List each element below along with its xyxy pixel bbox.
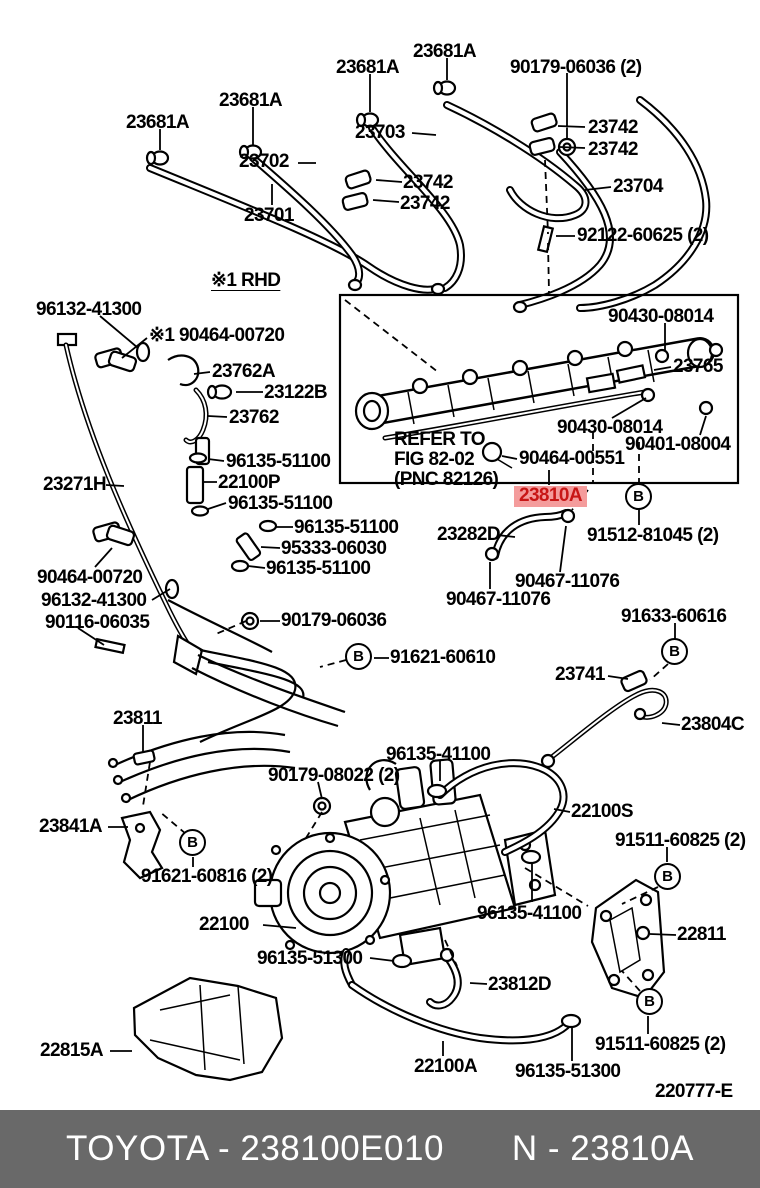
part-label-90430-08014[interactable]: 90430-08014 bbox=[608, 306, 714, 327]
part-label-23811[interactable]: 23811 bbox=[113, 708, 162, 729]
part-label-23810A-highlighted[interactable]: 23810A bbox=[514, 486, 587, 507]
part-label-23122B[interactable]: 23122B bbox=[264, 382, 328, 403]
part-label-96135-51100[interactable]: 96135-51100 bbox=[226, 451, 331, 472]
part-label-90467-11076[interactable]: 90467-11076 bbox=[446, 589, 551, 610]
part-label-96132-41300[interactable]: 96132-41300 bbox=[41, 590, 147, 611]
part-label-23804C[interactable]: 23804C bbox=[681, 714, 745, 735]
part-label-90179-06036[interactable]: 90179-06036 bbox=[281, 610, 387, 631]
part-label-91511-60825[interactable]: 91511-60825 (2) bbox=[595, 1034, 726, 1055]
part-label-22100[interactable]: 22100 bbox=[199, 914, 249, 935]
part-label-23704[interactable]: 23704 bbox=[613, 176, 663, 197]
part-label-23681A[interactable]: 23681A bbox=[336, 57, 400, 78]
part-label-23282D[interactable]: 23282D bbox=[437, 524, 501, 545]
part-label-23681A[interactable]: 23681A bbox=[219, 90, 283, 111]
part-label-23681A[interactable]: 23681A bbox=[126, 112, 190, 133]
part-label-90401-08004[interactable]: 90401-08004 bbox=[625, 434, 731, 455]
part-label-90179-06036[interactable]: 90179-06036 (2) bbox=[510, 57, 642, 78]
b-callout: B bbox=[654, 863, 681, 890]
part-label-23812D[interactable]: 23812D bbox=[488, 974, 552, 995]
part-label-23742[interactable]: 23742 bbox=[588, 117, 638, 138]
part-label-96135-51100[interactable]: 96135-51100 bbox=[294, 517, 399, 538]
b-callout: B bbox=[345, 643, 372, 670]
part-label-90179-08022[interactable]: 90179-08022 (2) bbox=[268, 765, 400, 786]
part-label-91511-60825[interactable]: 91511-60825 (2) bbox=[615, 830, 746, 851]
part-label-23742[interactable]: 23742 bbox=[403, 172, 453, 193]
b-callout: B bbox=[625, 483, 652, 510]
part-label-22815A[interactable]: 22815A bbox=[40, 1040, 104, 1061]
part-label-91621-60610[interactable]: 91621-60610 bbox=[390, 647, 496, 668]
part-label-23701[interactable]: 23701 bbox=[244, 205, 294, 226]
part-label-23841A[interactable]: 23841A bbox=[39, 816, 103, 837]
part-label-23681A[interactable]: 23681A bbox=[413, 41, 477, 62]
part-label-23742[interactable]: 23742 bbox=[400, 193, 450, 214]
part-label-22100S[interactable]: 22100S bbox=[571, 801, 634, 822]
part-label-96135-51300[interactable]: 96135-51300 bbox=[515, 1061, 621, 1082]
part-label-96135-41100[interactable]: 96135-41100 bbox=[477, 903, 582, 924]
rhd-note: ※1 RHD bbox=[211, 270, 281, 291]
part-label-23765[interactable]: 23765 bbox=[673, 356, 723, 377]
part-label-96132-41300[interactable]: 96132-41300 bbox=[36, 299, 142, 320]
part-label-90430-08014[interactable]: 90430-08014 bbox=[557, 417, 663, 438]
part-label-92122-60625[interactable]: 92122-60625 (2) bbox=[577, 225, 709, 246]
part-label-96135-51300[interactable]: 96135-51300 bbox=[257, 948, 363, 969]
part-label-23702[interactable]: 23702 bbox=[239, 151, 289, 172]
b-callout: B bbox=[661, 638, 688, 665]
part-label-96135-51100[interactable]: 96135-51100 bbox=[266, 558, 371, 579]
part-label-23762A[interactable]: 23762A bbox=[212, 361, 276, 382]
part-label-23741[interactable]: 23741 bbox=[555, 664, 605, 685]
part-label-22100P[interactable]: 22100P bbox=[218, 472, 281, 493]
refer-note: REFER TO FIG 82-02 (PNC 82126) bbox=[394, 429, 499, 490]
part-label-90116-06035[interactable]: 90116-06035 bbox=[45, 612, 150, 633]
b-callout: B bbox=[636, 988, 663, 1015]
part-label-95333-06030[interactable]: 95333-06030 bbox=[281, 538, 387, 559]
footer-catalog-code: TOYOTA - 238100E010 bbox=[66, 1129, 444, 1168]
part-label-23703[interactable]: 23703 bbox=[355, 122, 405, 143]
part-label-22811[interactable]: 22811 bbox=[677, 924, 726, 945]
b-callout: B bbox=[179, 829, 206, 856]
footer-part-number: N - 23810A bbox=[511, 1129, 694, 1168]
figure-code: 220777-E bbox=[655, 1081, 733, 1102]
part-label-90464-00551[interactable]: 90464-00551 bbox=[519, 448, 625, 469]
part-label-96135-51100[interactable]: 96135-51100 bbox=[228, 493, 333, 514]
part-label-91633-60616[interactable]: 91633-60616 bbox=[621, 606, 727, 627]
part-label-90467-11076[interactable]: 90467-11076 bbox=[515, 571, 620, 592]
part-label-91512-81045[interactable]: 91512-81045 (2) bbox=[587, 525, 719, 546]
part-label-90464-00720[interactable]: 90464-00720 bbox=[37, 567, 143, 588]
part-label-91621-60816[interactable]: 91621-60816 (2) bbox=[141, 866, 273, 887]
part-label-22100A[interactable]: 22100A bbox=[414, 1056, 478, 1077]
footer-bar: TOYOTA - 238100E010 N - 23810A bbox=[0, 1110, 760, 1188]
part-label-23271H[interactable]: 23271H bbox=[43, 474, 107, 495]
part-label-23762[interactable]: 23762 bbox=[229, 407, 279, 428]
part-label-90464-00720[interactable]: ※1 90464-00720 bbox=[149, 325, 285, 346]
part-label-96135-41100[interactable]: 96135-41100 bbox=[386, 744, 491, 765]
part-label-23742[interactable]: 23742 bbox=[588, 139, 638, 160]
